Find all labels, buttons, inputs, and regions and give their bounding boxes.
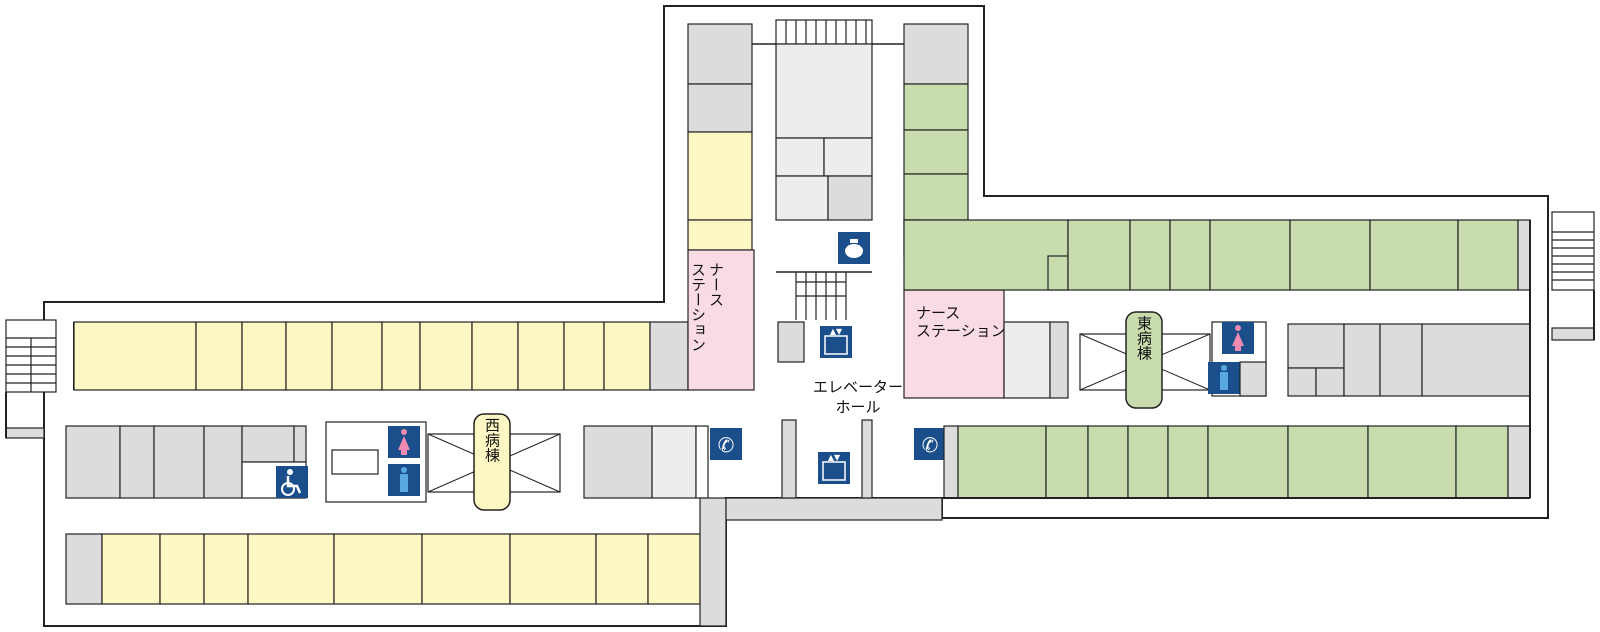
central-east-block: ナースステーション [903,23,1069,399]
stairs-icon [795,272,847,320]
svg-text:▲▼: ▲▼ [828,453,841,462]
elevator-icon: ▲▼ [818,452,850,484]
east-stairs [1551,211,1595,341]
west-ward-label: 西病棟 [473,413,511,511]
west-north-rooms [73,321,689,391]
accessible-restroom-icon [276,466,308,498]
east-north-rooms [903,219,1531,291]
central-north-block: ナースステーション ▲ [687,19,904,499]
phone-icon: ✆ [914,428,946,460]
west-middle-block: 西病棟 ✆ [65,413,742,511]
east-ward-label: 東病棟 [1125,311,1163,409]
east-middle-block: 東病棟 [1079,311,1531,409]
stairs-icon [6,337,56,392]
female-restroom-icon [388,426,420,458]
kettle-icon [838,232,870,264]
west-south-rooms [65,497,943,627]
phone-icon: ✆ [710,428,742,460]
stairs-icon [785,20,867,44]
male-restroom-icon [388,464,420,496]
nurse-station-left-label: ナースステーション [689,262,725,352]
male-restroom-icon [1208,362,1240,394]
female-restroom-icon [1222,322,1254,354]
west-stairs [5,319,57,439]
stairs-icon [1552,231,1594,281]
nurse-station-right-label: ナースステーション [916,304,1006,340]
svg-text:▲▼: ▲▼ [830,327,843,336]
svg-text:✆: ✆ [922,433,939,457]
elevator-icon: ▲▼ [820,326,852,358]
svg-text:✆: ✆ [718,433,735,457]
east-ward-text: 東病棟 [1135,316,1153,361]
east-south-rooms: ✆ [914,220,1531,499]
elevator-hall-label: エレベーターホール [813,378,903,416]
west-ward-text: 西病棟 [483,418,501,463]
